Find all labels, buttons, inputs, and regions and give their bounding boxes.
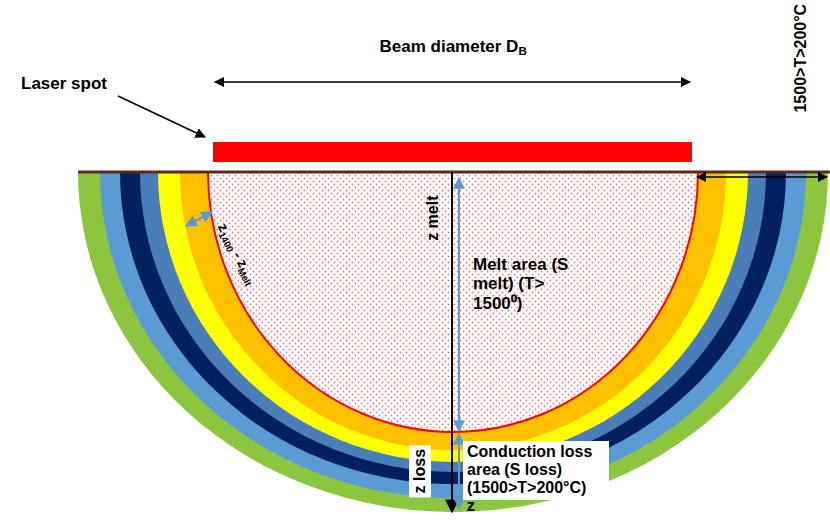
callout-label-group: Laser spot [21, 74, 107, 94]
dimension-label-group: Beam diameter DB [380, 37, 527, 59]
z-axis [451, 172, 453, 512]
region-label: Conduction loss area (S loss) (1500>T>20… [467, 443, 592, 497]
temperature-label: 1500>T>200°C [792, 4, 809, 113]
dimension-label: Beam diameter D [380, 37, 519, 56]
depth-label-group: z melt [424, 196, 442, 241]
dimension-label: B [518, 45, 526, 57]
region-label-group: Conduction loss area (S loss) (1500>T>20… [463, 441, 609, 500]
z-melt-arrow [458, 178, 460, 431]
depth-label-group: z loss [409, 445, 431, 497]
region-label-group: Melt area (S melt) (T> 1500⁰) [473, 255, 569, 314]
depth-label: z melt [424, 196, 441, 241]
callout-label: Laser spot [21, 74, 107, 93]
band-width-arrow [186, 212, 212, 226]
region-label: Melt area (S melt) (T> 1500⁰) [473, 255, 568, 313]
loss-width-arrow [697, 176, 827, 178]
laser-spot-leader [118, 96, 205, 137]
axis-label: z [467, 496, 476, 515]
band-green [78, 172, 828, 512]
temperature-label-group: 1500>T>200°C [792, 4, 810, 113]
depth-label: z loss [411, 449, 428, 493]
surface-line [78, 171, 830, 174]
axis-label-group: z [467, 496, 476, 516]
laser-bar [213, 142, 692, 162]
beam-diameter-arrow [215, 81, 690, 83]
z-loss-arrow [458, 434, 460, 508]
